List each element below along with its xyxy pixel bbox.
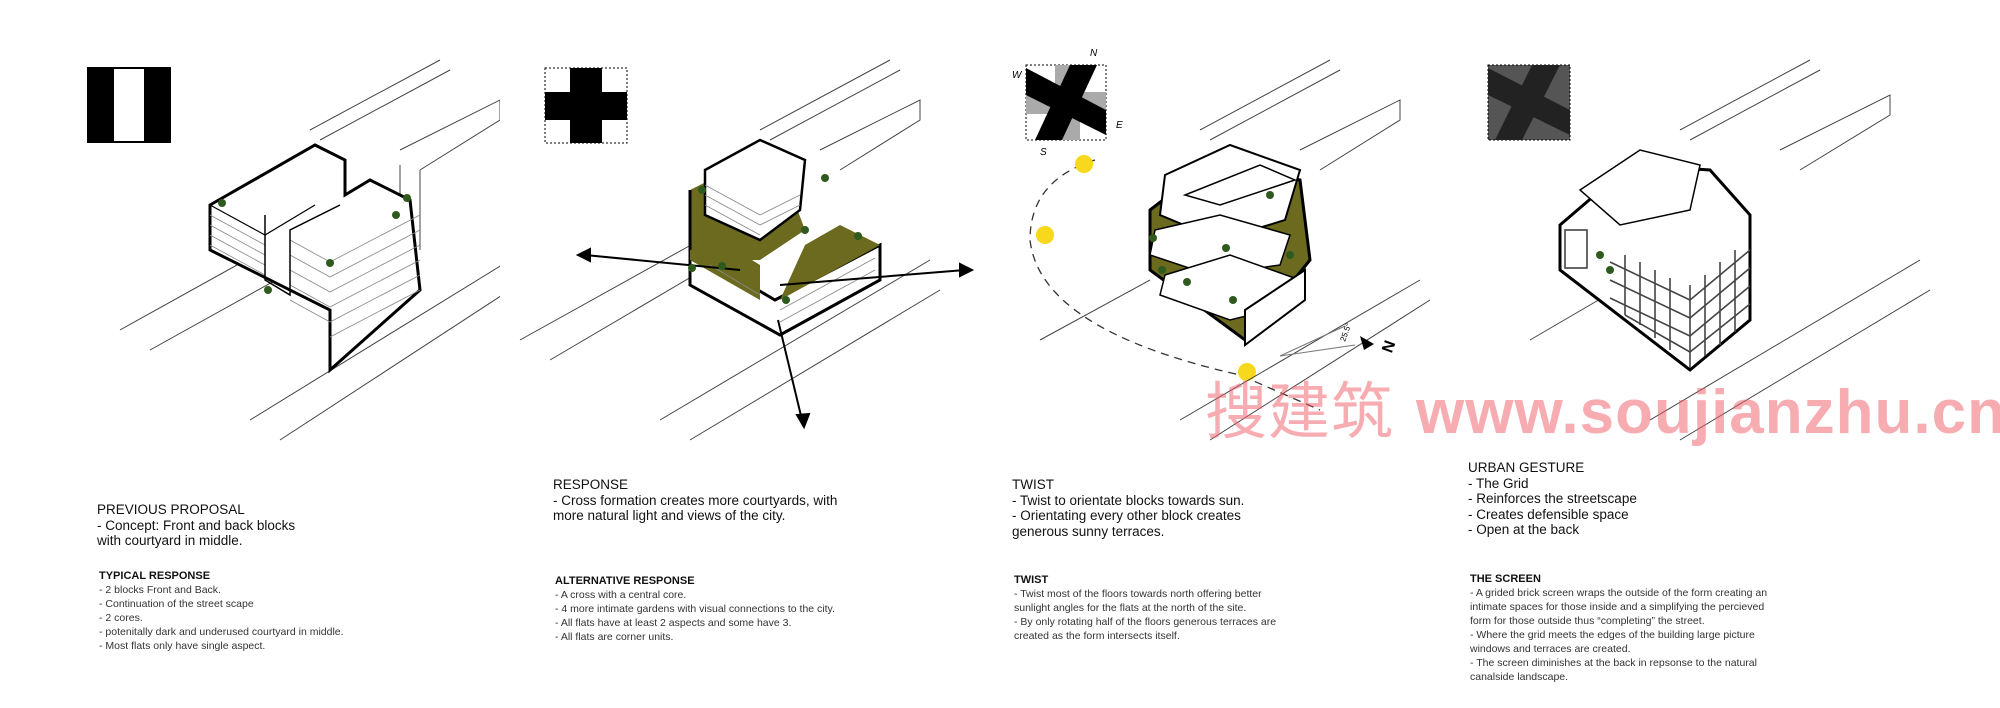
- angle-label: 25.5°: [1338, 322, 1353, 343]
- panel-title: TWIST: [1012, 477, 1054, 492]
- trees: [688, 174, 862, 304]
- panel-line: - Open at the back: [1468, 522, 1580, 537]
- view-arrows: [575, 247, 975, 430]
- bullet: - Twist most of the floors towards north…: [1014, 588, 1262, 600]
- panel-line: - Cross formation creates more courtyard…: [553, 492, 838, 508]
- response-diagram: [519, 59, 975, 441]
- building-massing: [208, 143, 422, 374]
- bullet: intimate spaces for those inside and a s…: [1470, 600, 1765, 613]
- panel-line: - Reinforces the streetscape: [1468, 491, 1637, 506]
- panel-line: - Concept: Front and back blocks: [97, 517, 296, 533]
- panel-line: - Twist to orientate blocks towards sun.: [1012, 492, 1245, 508]
- street-lines: [1039, 59, 1431, 441]
- compass-w: W: [1012, 70, 1023, 81]
- panel-subheading: TYPICAL RESPONSE: [99, 569, 211, 582]
- urban-gesture-diagram: [1487, 59, 1931, 441]
- panel-line: with courtyard in middle.: [97, 533, 243, 548]
- bullet: created as the form intersects itself.: [1014, 630, 1180, 642]
- panel-line: - The Grid: [1468, 475, 1529, 491]
- building-with-screen: [1558, 149, 1752, 372]
- panel-text: TWIST - Twist to orientate blocks toward…: [1012, 477, 1276, 643]
- brick-grid-screen: [1564, 229, 1751, 368]
- compass-icon: N E S W: [1012, 48, 1123, 158]
- panel-text: RESPONSE - Cross formation creates more …: [553, 477, 837, 644]
- sun-path: [1029, 159, 1321, 411]
- bullet: - The screen diminishes at the back in r…: [1470, 656, 1757, 669]
- watermark: 搜建筑 www.soujianzhu.cn: [1205, 378, 2000, 448]
- bullet: - Where the grid meets the edges of the …: [1470, 628, 1755, 641]
- watermark-cn: 搜建筑: [1205, 378, 1395, 447]
- watermark-url: www.soujianzhu.cn: [1416, 378, 2000, 447]
- bullet: windows and terraces are created.: [1470, 642, 1631, 655]
- bullet: - potenitally dark and underused courtya…: [99, 625, 344, 638]
- panel-line: generous sunny terraces.: [1012, 523, 1165, 539]
- trees: [1596, 251, 1614, 274]
- bullet: - A cross with a central core.: [555, 588, 687, 601]
- bullet: - 2 blocks Front and Back.: [99, 583, 221, 596]
- panel-line: - Creates defensible space: [1468, 506, 1629, 522]
- trees: [1149, 191, 1294, 304]
- panel-title: URBAN GESTURE: [1468, 460, 1585, 475]
- sun-icons: [1036, 155, 1256, 381]
- bullet: - All flats are corner units.: [555, 630, 674, 643]
- panel-twist: N E S W 25.5° N: [1000, 0, 1500, 708]
- bullet: - A grided brick screen wraps the outsid…: [1470, 586, 1768, 599]
- panel-text: URBAN GESTURE - The Grid - Reinforces th…: [1468, 460, 1767, 684]
- previous-proposal-diagram: [87, 59, 500, 441]
- plan-icon-cross: [544, 67, 628, 144]
- bullet: sunlight angles for the flats at the nor…: [1014, 602, 1247, 614]
- panel-subheading: ALTERNATIVE RESPONSE: [555, 574, 695, 587]
- trees: [218, 194, 411, 294]
- panel-subheading: THE SCREEN: [1470, 572, 1541, 585]
- panel-title: RESPONSE: [553, 477, 629, 492]
- compass-e: E: [1116, 120, 1123, 131]
- panel-subheading: TWIST: [1014, 574, 1049, 586]
- north-label: N: [1379, 338, 1399, 355]
- panel-urban-gesture: URBAN GESTURE - The Grid - Reinforces th…: [1450, 0, 1950, 708]
- panel-line: - Orientating every other block creates: [1012, 508, 1241, 523]
- bullet: - All flats have at least 2 aspects and …: [555, 616, 792, 629]
- bullet: - 2 cores.: [99, 611, 143, 624]
- bullet: - 4 more intimate gardens with visual co…: [555, 602, 835, 615]
- panel-line: more natural light and views of the city…: [553, 508, 786, 523]
- panel-previous-proposal: PREVIOUS PROPOSAL - Concept: Front and b…: [0, 0, 500, 708]
- panel-response: RESPONSE - Cross formation creates more …: [460, 0, 975, 708]
- twisted-building-massing: [1148, 143, 1312, 347]
- bullet: - By only rotating half of the floors ge…: [1014, 616, 1277, 628]
- bullet: canalside landscape.: [1470, 670, 1569, 683]
- compass-s: S: [1040, 147, 1047, 158]
- bullet: - Continuation of the street scape: [99, 597, 254, 610]
- compass-n: N: [1090, 48, 1098, 59]
- bullet: form for those outside thus “completing”…: [1470, 614, 1705, 627]
- plan-icon-grid: [1487, 64, 1571, 141]
- building-massing: [688, 138, 882, 337]
- panel-text: PREVIOUS PROPOSAL - Concept: Front and b…: [97, 502, 344, 653]
- bullet: - Most flats only have single aspect.: [99, 639, 266, 652]
- panel-title: PREVIOUS PROPOSAL: [97, 502, 245, 517]
- twist-diagram: N E S W 25.5° N: [1012, 48, 1431, 441]
- plan-icon-two-blocks: [87, 67, 171, 143]
